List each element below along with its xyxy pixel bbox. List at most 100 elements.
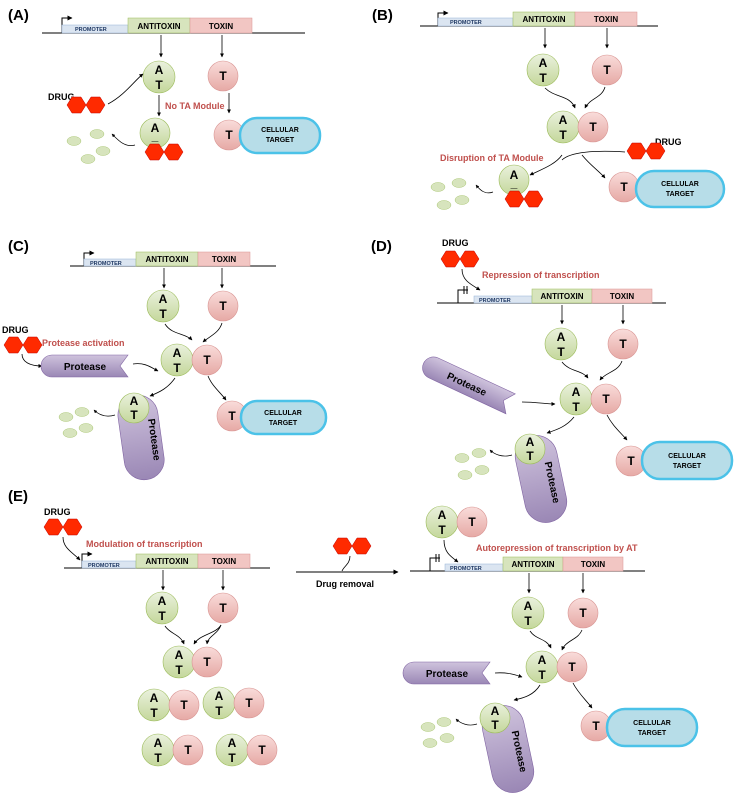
toxin-molecule: T	[580, 710, 612, 742]
svg-text:ANTITOXIN: ANTITOXIN	[541, 292, 584, 301]
svg-text:T: T	[245, 696, 253, 710]
svg-text:T: T	[258, 743, 266, 757]
svg-text:PROMOTER: PROMOTER	[450, 20, 482, 26]
degraded-fragments	[430, 178, 470, 210]
svg-text:CELLULAR: CELLULAR	[633, 720, 671, 727]
cellular-target: CELLULAR TARGET	[239, 399, 328, 436]
svg-text:T: T	[154, 751, 162, 765]
panel-b: (B) PROMOTER ANTITOXIN TOXIN A T T A T	[372, 7, 726, 210]
svg-text:T: T	[184, 743, 192, 757]
svg-text:ANTITOXIN: ANTITOXIN	[523, 15, 566, 24]
svg-text:T: T	[620, 180, 628, 194]
svg-text:T: T	[159, 307, 167, 321]
svg-text:TOXIN: TOXIN	[610, 292, 635, 301]
svg-text:A: A	[175, 648, 184, 662]
ta-complex: A T T	[162, 645, 223, 679]
svg-text:ANTITOXIN: ANTITOXIN	[146, 255, 189, 264]
panel-b-label: (B)	[372, 7, 393, 24]
svg-text:A: A	[539, 56, 548, 70]
protease-bound-antitoxin: Protease A T	[479, 702, 535, 793]
drug-label: DRUG	[44, 507, 71, 517]
svg-text:A: A	[438, 508, 447, 522]
drug-removal: Drug removal	[296, 537, 399, 589]
svg-text:TOXIN: TOXIN	[581, 560, 606, 569]
note-protease-activation: Protease activation	[42, 338, 125, 348]
svg-text:PROMOTER: PROMOTER	[90, 261, 122, 267]
drug-removal-label: Drug removal	[316, 579, 374, 589]
svg-text:T: T	[572, 400, 580, 414]
degraded-fragments	[66, 129, 111, 164]
panel-d: (D) DRUG Repression of transcription PRO…	[371, 238, 734, 523]
drug-label: DRUG	[2, 325, 29, 335]
svg-text:A: A	[130, 394, 139, 408]
svg-text:A: A	[572, 385, 581, 399]
ta-complex: A T T	[525, 650, 588, 684]
svg-text:T: T	[468, 515, 476, 529]
antitoxin-molecule: A T	[544, 327, 578, 361]
svg-text:A: A	[510, 168, 519, 182]
protease-bound-antitoxin: Protease A T	[117, 392, 165, 481]
svg-text:T: T	[228, 409, 236, 423]
operon-c: PROMOTER ANTITOXIN TOXIN	[70, 250, 276, 267]
panel-a: (A) PROMOTER ANTITOXIN TOXIN A T T DRUG	[8, 7, 322, 164]
svg-text:CELLULAR: CELLULAR	[661, 181, 699, 188]
svg-text:Protease: Protease	[64, 362, 107, 373]
panel-c-label: (C)	[8, 238, 29, 255]
svg-text:A: A	[151, 121, 160, 135]
antitoxin-molecule: A T	[511, 596, 545, 630]
toxin-molecule: T	[607, 328, 639, 360]
svg-text:A: A	[215, 689, 224, 703]
svg-text:A: A	[154, 736, 163, 750]
toxin-molecule: T	[608, 171, 640, 203]
panel-e-label: (E)	[8, 488, 28, 505]
svg-text:T: T	[225, 128, 233, 142]
antitoxin-drug-complex: A _	[498, 164, 544, 208]
svg-text:T: T	[557, 345, 565, 359]
svg-text:A: A	[559, 113, 568, 127]
svg-text:CELLULAR: CELLULAR	[264, 410, 302, 417]
ta-complex: A T T	[160, 343, 223, 377]
svg-text:T: T	[526, 449, 534, 463]
svg-text:CELLULAR: CELLULAR	[261, 127, 299, 134]
svg-text:TARGET: TARGET	[666, 191, 695, 198]
protease: Protease	[422, 356, 516, 415]
operon-e-right: PROMOTER ANTITOXIN TOXIN	[410, 554, 645, 572]
svg-text:TOXIN: TOXIN	[212, 255, 237, 264]
svg-text:T: T	[155, 78, 163, 92]
svg-text:PROMOTER: PROMOTER	[88, 563, 120, 569]
svg-text:PROMOTER: PROMOTER	[450, 566, 482, 572]
protease: Protease	[40, 354, 129, 378]
blocked-promoter-arrow-icon	[457, 289, 468, 303]
svg-text:T: T	[203, 655, 211, 669]
note-modulation: Modulation of transcription	[86, 539, 203, 549]
antitoxin-drug-complex: A _	[139, 117, 184, 161]
antitoxin-molecule: A T	[145, 591, 179, 625]
svg-text:A: A	[557, 330, 566, 344]
degraded-fragments	[420, 717, 455, 748]
drug-label: DRUG	[442, 238, 469, 248]
svg-text:T: T	[175, 663, 183, 677]
panel-e: (E) DRUG Modulation of transcription PRO…	[8, 488, 699, 793]
cellular-target: CELLULAR TARGET	[640, 440, 734, 481]
ta-complex: A T T	[202, 686, 265, 720]
svg-text:T: T	[150, 706, 158, 720]
ta-complex: A T T	[141, 733, 204, 767]
svg-text:Protease: Protease	[426, 669, 469, 680]
panel-d-label: (D)	[371, 238, 392, 255]
promoter-label: PROMOTER	[75, 27, 107, 33]
antitoxin-molecule: A T	[142, 60, 176, 94]
svg-text:TARGET: TARGET	[673, 463, 702, 470]
svg-text:A: A	[526, 435, 535, 449]
svg-text:TARGET: TARGET	[269, 420, 298, 427]
ta-complex-autorepressor: A T T	[425, 505, 488, 539]
ta-complex: A T T	[546, 110, 609, 144]
svg-text:A: A	[150, 691, 159, 705]
operon-d: PROMOTER ANTITOXIN TOXIN	[437, 286, 666, 304]
svg-text:A: A	[228, 736, 237, 750]
toxin-gene-label: TOXIN	[209, 22, 234, 31]
svg-text:T: T	[219, 601, 227, 615]
svg-text:PROMOTER: PROMOTER	[479, 298, 511, 304]
toxin-molecule: T	[567, 597, 599, 629]
drug-label: DRUG	[48, 92, 75, 102]
